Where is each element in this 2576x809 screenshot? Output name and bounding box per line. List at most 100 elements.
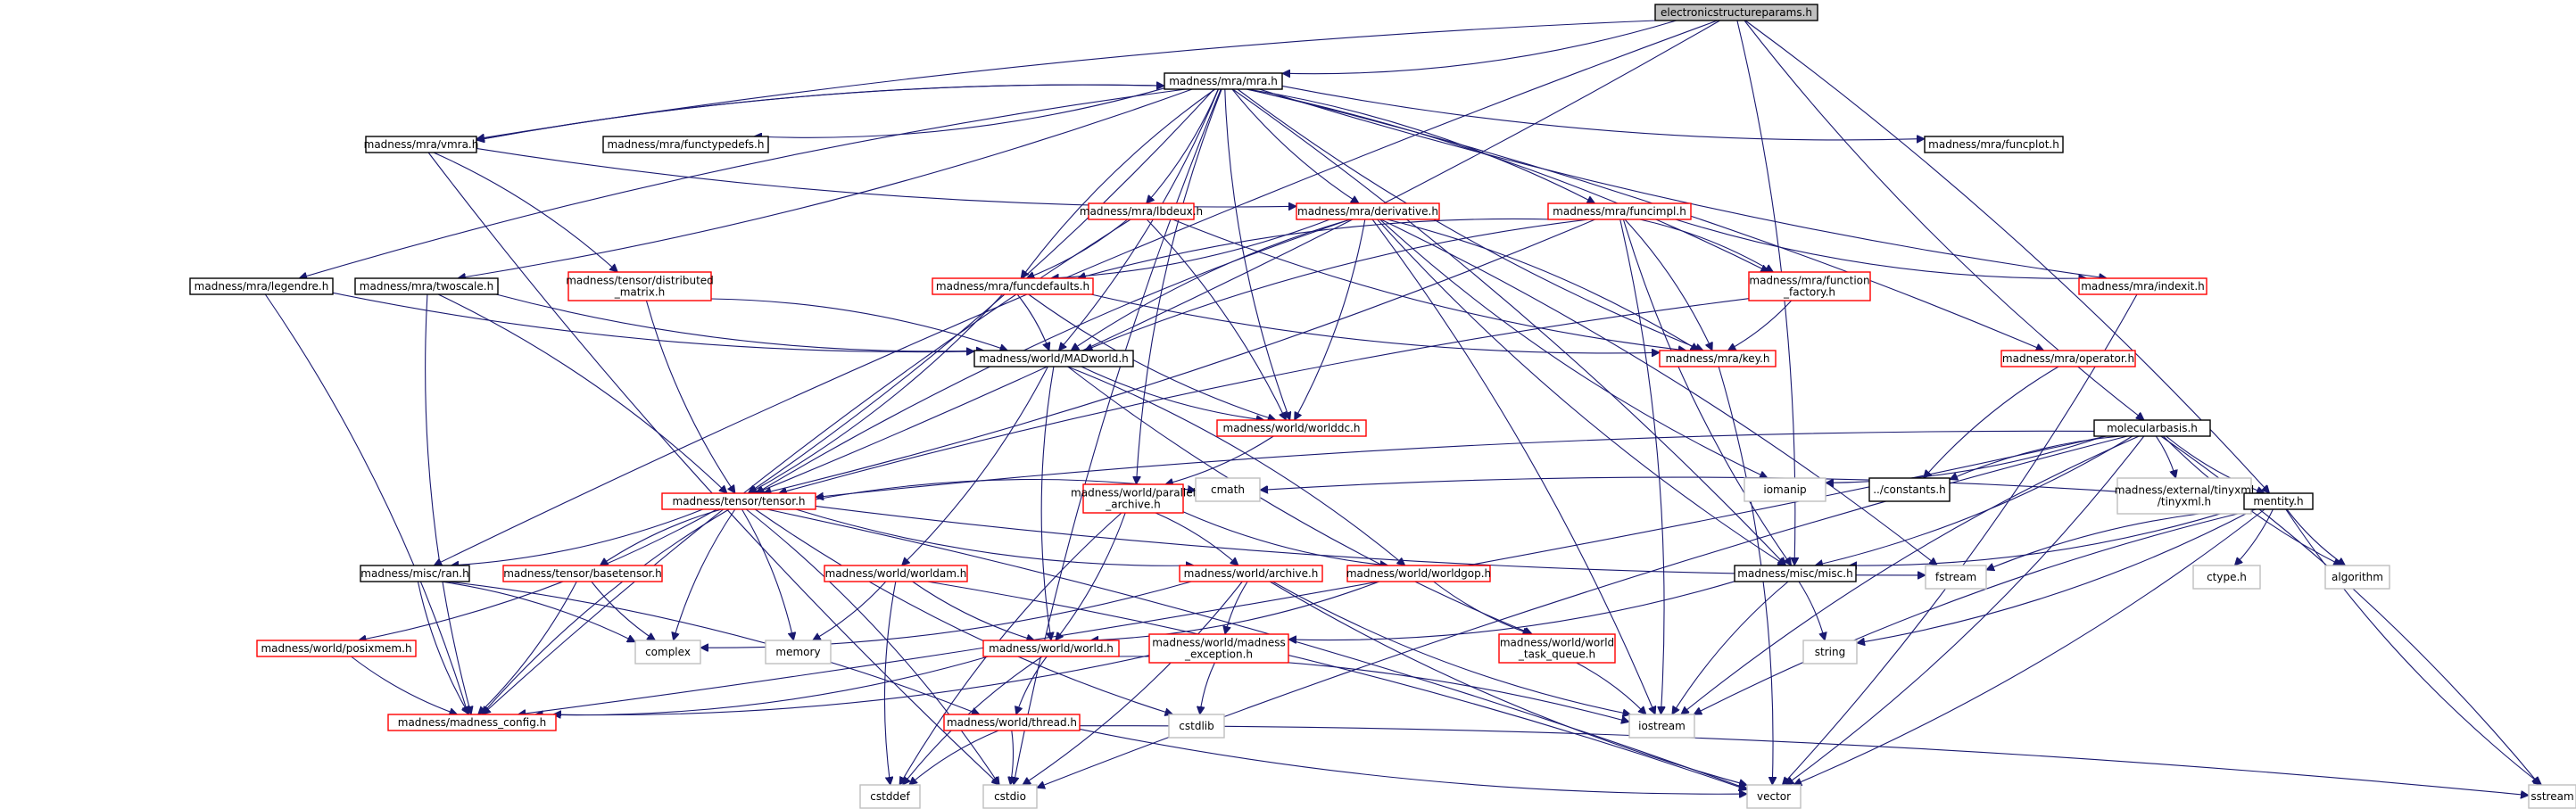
edge-molbasis-to-misc xyxy=(1815,435,2133,565)
node-key[interactable]: madness/mra/key.h xyxy=(1659,350,1777,367)
node-label-mentity: mentity.h xyxy=(2253,495,2303,508)
edge-madexception-to-cstdlib xyxy=(1200,662,1215,714)
node-distmatrix[interactable]: madness/tensor/distributed_matrix.h xyxy=(566,271,714,301)
node-box-funcimpl xyxy=(1547,202,1692,220)
node-worldam[interactable]: madness/world/worldam.h xyxy=(824,565,968,582)
edge-molbasis-to-mentity xyxy=(2166,435,2265,493)
node-label-indexit: madness/mra/indexit.h xyxy=(2081,280,2205,293)
edge-funcimpl-to-funcfactory xyxy=(1639,219,1774,272)
node-box-cstdlib xyxy=(1168,714,1225,739)
node-box-funcdefaults xyxy=(932,277,1094,295)
node-functypedefs[interactable]: madness/mra/functypedefs.h xyxy=(602,136,769,153)
node-label-algorithm: algorithm xyxy=(2332,571,2383,583)
edge-worldam-to-world xyxy=(912,581,1035,640)
node-box-funcplot xyxy=(1924,136,2064,153)
node-madconfig[interactable]: madness/madness_config.h xyxy=(387,714,557,731)
edge-worldam-to-memory xyxy=(813,581,887,640)
edge-ran-to-madconfig xyxy=(417,581,468,714)
edge-legendre-to-madworld xyxy=(332,292,974,351)
node-archive[interactable]: madness/world/archive.h xyxy=(1179,565,1323,582)
node-label-funcfactory: madness/mra/function xyxy=(1749,275,1869,287)
node-funcplot[interactable]: madness/mra/funcplot.h xyxy=(1924,136,2064,153)
node-parallelarchive[interactable]: madness/world/parallel_archive.h xyxy=(1071,483,1196,514)
edge-funcdefaults-to-tensor xyxy=(750,293,1003,493)
node-ran[interactable]: madness/misc/ran.h xyxy=(360,565,470,582)
edge-derivative-to-iomanip xyxy=(1379,219,1768,478)
edge-tensor-to-vector xyxy=(766,508,1748,788)
edge-root-to-mentity xyxy=(1744,20,2270,493)
node-mentity[interactable]: mentity.h xyxy=(2243,492,2314,510)
node-misc[interactable]: madness/misc/misc.h xyxy=(1734,565,1857,582)
edge-root-to-mra xyxy=(1282,20,1677,74)
node-label-taskqueue: madness/world/world xyxy=(1500,637,1614,649)
edge-mra-to-key xyxy=(1237,88,1703,351)
node-molbasis[interactable]: molecularbasis.h xyxy=(2093,419,2211,437)
node-label-root: electronicstructureparams.h xyxy=(1661,6,1812,19)
edge-molbasis-to-iostream xyxy=(1681,435,2140,714)
node-label-worlddc: madness/world/worlddc.h xyxy=(1223,422,1361,434)
edge-taskqueue-to-iostream xyxy=(1576,662,1646,714)
node-operator[interactable]: madness/mra/operator.h xyxy=(2000,350,2136,367)
edge-archive-to-vector xyxy=(1269,581,1747,785)
node-vmra[interactable]: madness/mra/vmra.h xyxy=(364,136,479,153)
node-label-funcdefaults: madness/mra/funcdefaults.h xyxy=(936,280,1089,293)
node-label-mra: madness/mra/mra.h xyxy=(1169,75,1278,87)
edge-mra-to-misc xyxy=(1232,88,1786,565)
edge-funcimpl-to-indexit xyxy=(1675,219,2087,278)
node-indexit[interactable]: madness/mra/indexit.h xyxy=(2078,277,2207,295)
node-posixmem[interactable]: madness/world/posixmem.h xyxy=(256,640,417,657)
node-funcfactory[interactable]: madness/mra/function_factory.h xyxy=(1748,271,1871,301)
node-taskqueue[interactable]: madness/world/world_task_queue.h xyxy=(1498,633,1616,664)
node-label-memory: memory xyxy=(775,646,820,658)
node-box-world xyxy=(982,640,1120,657)
node-constants[interactable]: ../constants.h xyxy=(1868,477,1951,502)
node-world[interactable]: madness/world/world.h xyxy=(982,640,1120,657)
node-derivative[interactable]: madness/mra/derivative.h xyxy=(1296,202,1440,220)
node-label-taskqueue: _task_queue.h xyxy=(1518,648,1595,661)
node-string: string xyxy=(1802,640,1858,665)
edge-worldgop-to-taskqueue xyxy=(1433,581,1531,634)
node-funcdefaults[interactable]: madness/mra/funcdefaults.h xyxy=(932,277,1094,295)
node-mra[interactable]: madness/mra/mra.h xyxy=(1164,72,1283,90)
node-box-thread xyxy=(943,714,1081,731)
node-thread[interactable]: madness/world/thread.h xyxy=(943,714,1081,731)
node-madexception[interactable]: madness/world/madness_exception.h xyxy=(1148,633,1289,664)
edge-funcimpl-to-funcdefaults xyxy=(1078,218,1555,278)
node-worlddc[interactable]: madness/world/worlddc.h xyxy=(1216,419,1367,437)
edge-operator-to-constants xyxy=(1924,366,2059,478)
node-box-string xyxy=(1802,640,1858,665)
node-label-madworld: madness/world/MADworld.h xyxy=(979,352,1129,365)
node-box-memory xyxy=(765,640,832,665)
node-twoscale[interactable]: madness/mra/twoscale.h xyxy=(354,277,499,295)
edge-derivative-to-iostream xyxy=(1371,219,1655,714)
edge-parallelarchive-to-worldgop xyxy=(1182,511,1388,565)
node-funcimpl[interactable]: madness/mra/funcimpl.h xyxy=(1547,202,1692,220)
node-madworld[interactable]: madness/world/MADworld.h xyxy=(973,350,1134,367)
node-label-molbasis: molecularbasis.h xyxy=(2107,422,2198,434)
edge-madworld-to-taskqueue xyxy=(1067,366,1533,634)
edge-archive-to-complex xyxy=(700,581,1192,648)
node-box-indexit xyxy=(2078,277,2207,295)
node-tensor[interactable]: madness/tensor/tensor.h xyxy=(661,492,816,510)
edge-mentity-to-sstream xyxy=(2285,508,2542,785)
edge-thread-to-cstdio xyxy=(1010,730,1013,785)
edge-funcdefaults-to-madworld xyxy=(1016,293,1049,351)
node-vector: vector xyxy=(1746,784,1802,809)
edge-twoscale-to-madconfig xyxy=(425,293,471,714)
node-legendre[interactable]: madness/mra/legendre.h xyxy=(189,277,334,295)
edge-ran-to-complex xyxy=(440,581,635,642)
edge-mentity-to-iostream xyxy=(1694,508,2257,715)
edge-ran-to-thread xyxy=(447,581,980,714)
edge-derivative-to-tensor xyxy=(757,219,1351,493)
node-lbdeux[interactable]: madness/mra/lbdeux.h xyxy=(1080,202,1203,220)
node-worldgop[interactable]: madness/world/worldgop.h xyxy=(1346,565,1491,582)
node-box-vmra xyxy=(365,136,477,153)
edge-tensor-to-madconfig xyxy=(482,508,730,714)
edge-mra-to-cstdio xyxy=(1014,88,1222,785)
edge-derivative-to-key xyxy=(1387,219,1698,351)
node-box-madconfig xyxy=(387,714,557,731)
edge-thread-to-sstream xyxy=(1079,725,2529,796)
edge-mentity-to-misc xyxy=(1849,506,2245,565)
node-basetensor[interactable]: madness/tensor/basetensor.h xyxy=(502,565,663,582)
node-root[interactable]: electronicstructureparams.h xyxy=(1654,4,1818,21)
